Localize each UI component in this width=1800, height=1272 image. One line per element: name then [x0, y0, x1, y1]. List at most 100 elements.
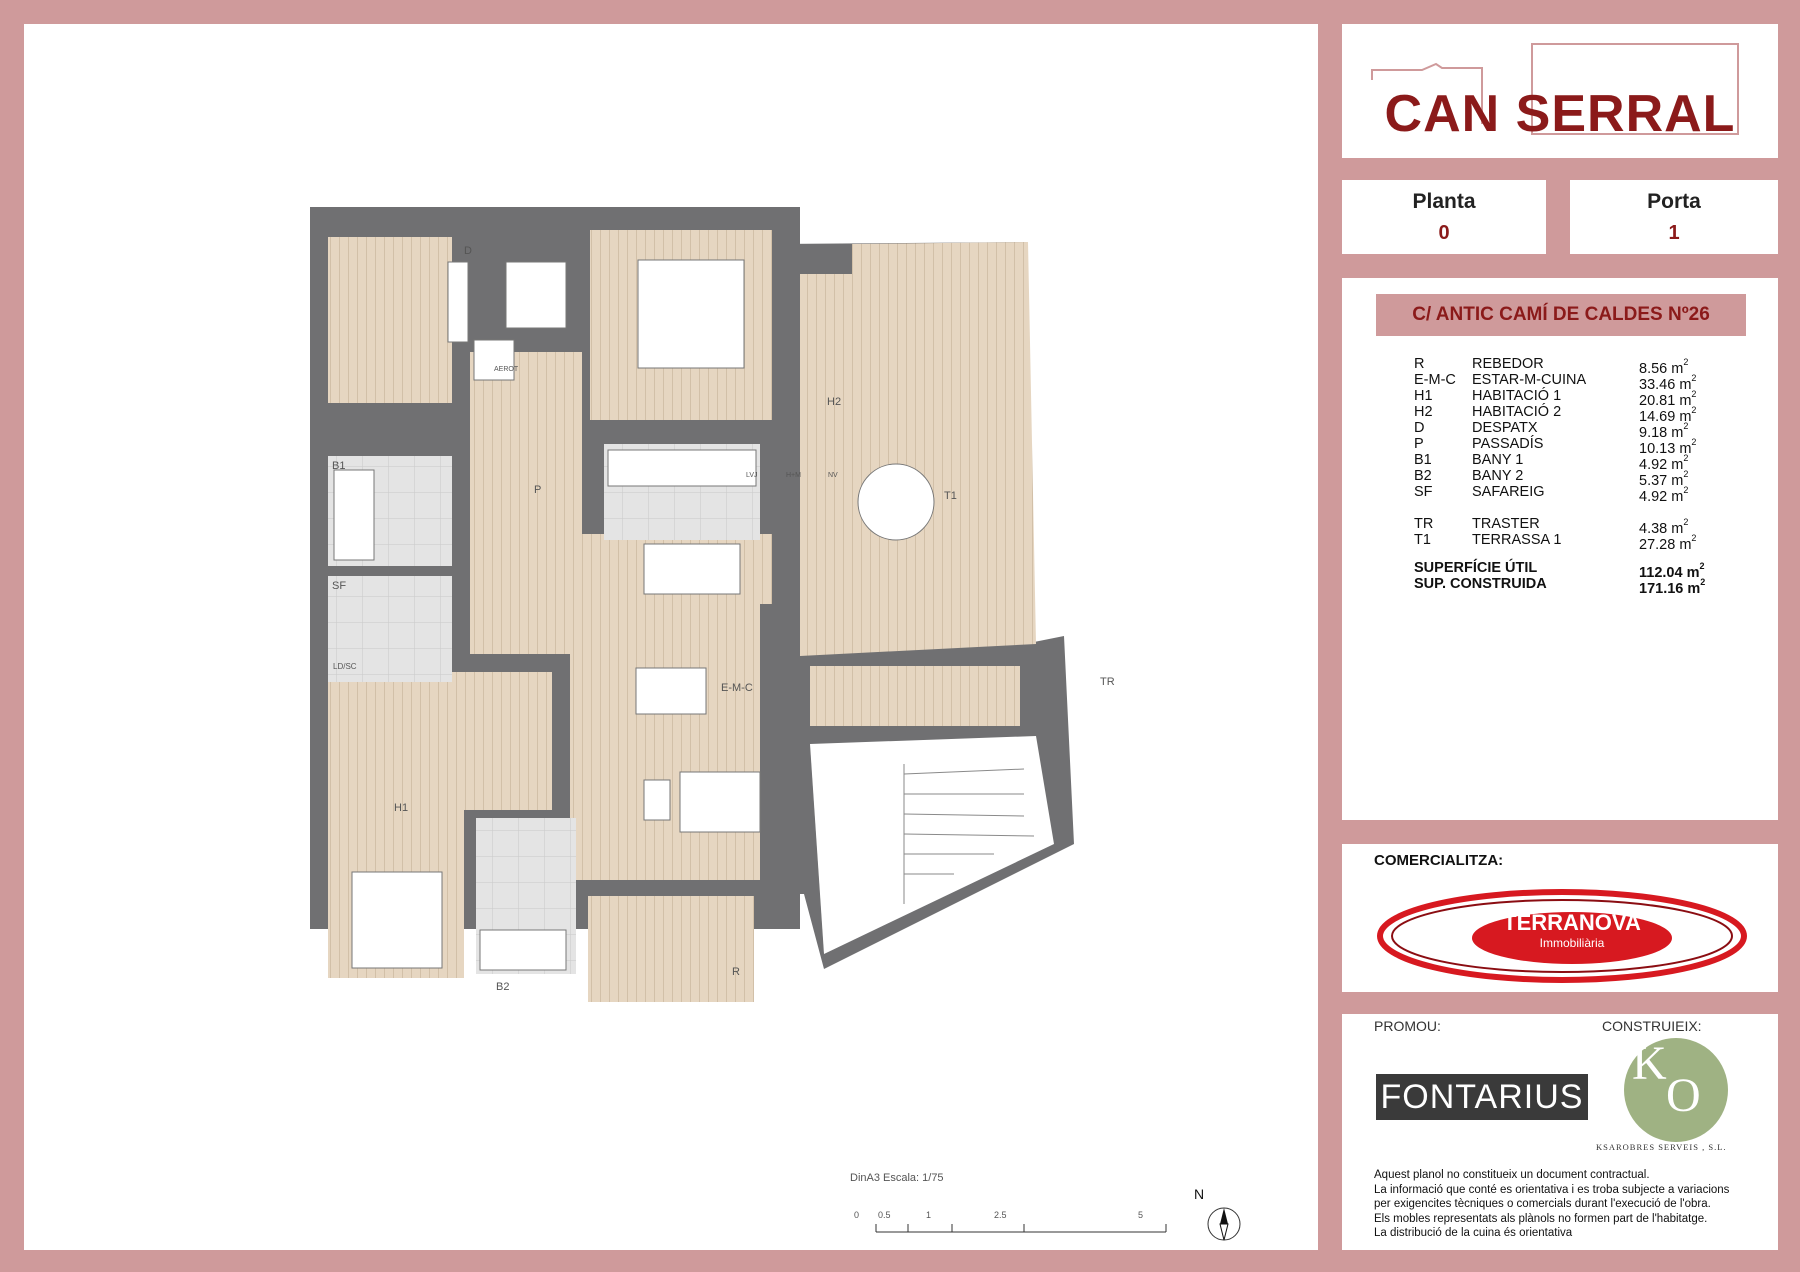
monogram-o: O: [1666, 1069, 1701, 1122]
room-P: [470, 352, 582, 654]
area-name: HABITACIÓ 1: [1472, 388, 1562, 404]
area-row: E-M-C ESTAR-M-CUINA 33.46 m2: [1414, 372, 1754, 393]
disclaimer-line: La distribució de la cuina és orientativ…: [1374, 1227, 1573, 1239]
floor-plan-drawing: [310, 207, 1241, 1241]
label-D: D: [464, 245, 472, 257]
room-SF: [328, 576, 452, 682]
area-name: BANY 2: [1472, 468, 1524, 484]
bed-H1: [351, 871, 443, 969]
north-arrow-icon: [1207, 1207, 1241, 1241]
shaft: [505, 261, 567, 329]
area-name: PASSADÍS: [1472, 436, 1544, 452]
area-value: 27.28 m: [1639, 536, 1692, 553]
floor-plan-panel: D H2 B1 P SF LD/SC T1 TR E-M-C H1 B2 R A…: [24, 24, 1318, 1250]
label-H1: H1: [394, 802, 409, 814]
area-value: 9.18 m: [1639, 424, 1684, 441]
area-value: 4.92 m: [1639, 488, 1684, 505]
area-name: HABITACIÓ 2: [1472, 404, 1562, 420]
promou-label: PROMOU:: [1374, 1018, 1441, 1034]
label-LVJ: LVJ: [746, 472, 758, 479]
commercial-label: COMERCIALITZA:: [1374, 852, 1504, 869]
area-code: H2: [1414, 404, 1433, 420]
ko-monogram-icon: [1624, 1038, 1728, 1142]
terrace-T1: [800, 242, 1036, 656]
porta-label: Porta: [1647, 190, 1701, 213]
area-name: BANY 1: [1472, 452, 1524, 468]
terranova-name: TERRANOVA: [1503, 910, 1641, 935]
bed-H2: [637, 259, 745, 369]
address-banner: C/ ANTIC CAMÍ DE CALDES Nº26: [1376, 294, 1746, 336]
stairs: [903, 764, 1035, 904]
armchair: [643, 779, 671, 821]
scale-tick-4: 5: [1138, 1210, 1144, 1220]
label-B1: B1: [332, 460, 346, 472]
construieix-label: CONSTRUIEIX:: [1602, 1018, 1702, 1034]
ksarobres-name: KSAROBRES SERVEIS , S.L.: [1596, 1142, 1727, 1152]
area-unit-sup: 2: [1691, 373, 1697, 383]
label-SF: SF: [332, 580, 347, 592]
planta-box: Planta 0: [1342, 180, 1546, 254]
area-unit-sup: 2: [1691, 389, 1697, 399]
terranova-logo-icon: [1377, 889, 1747, 983]
disclaimer-line: La informació que conté es orientativa i…: [1374, 1183, 1730, 1196]
label-H2: H2: [827, 396, 842, 408]
area-value: 5.37 m: [1639, 472, 1684, 489]
label-EMC: E-M-C: [721, 682, 753, 694]
porta-value: 1: [1668, 222, 1680, 244]
areas-box: C/ ANTIC CAMÍ DE CALDES Nº26 R REBEDOR 8…: [1342, 278, 1778, 820]
total-unit-sup: 2: [1699, 561, 1705, 571]
total-value: 171.16 m: [1639, 580, 1701, 597]
area-unit-sup: 2: [1683, 453, 1689, 463]
area-code: T1: [1414, 532, 1431, 548]
area-value: 10.13 m: [1639, 440, 1692, 457]
area-row: H2 HABITACIÓ 2 14.69 m2: [1414, 404, 1754, 425]
terrace-table: [857, 463, 935, 541]
area-unit-sup: 2: [1691, 437, 1697, 447]
monogram-k: K: [1632, 1037, 1667, 1090]
commercial-box: COMERCIALITZA: TERRANOVA Immobiliària: [1342, 844, 1778, 992]
terranova-subtitle: Immobiliària: [1539, 936, 1605, 950]
total-row: SUP. CONSTRUIDA 171.16 m2: [1414, 576, 1754, 597]
area-row: T1 TERRASSA 1 27.28 m2: [1414, 532, 1754, 553]
scale-tick-0: 0: [854, 1210, 860, 1220]
room-D: [328, 237, 452, 403]
area-code: SF: [1414, 484, 1433, 500]
total-row: SUPERFÍCIE ÚTIL 112.04 m2: [1414, 560, 1754, 581]
planta-value: 0: [1438, 222, 1450, 244]
scale-tick-1: 0.5: [878, 1210, 891, 1220]
room-H1-upper: [328, 672, 552, 810]
disclaimer-line: per exigencites tècniques o comercials d…: [1374, 1198, 1711, 1210]
area-row: R REBEDOR 8.56 m2: [1414, 356, 1754, 377]
label-LDSC: LD/SC: [333, 662, 357, 671]
total-label: SUP. CONSTRUIDA: [1414, 576, 1547, 592]
label-P: P: [534, 484, 542, 496]
area-value: 4.38 m: [1639, 520, 1684, 537]
planta-label: Planta: [1412, 190, 1476, 213]
fontarius-logo: FONTARIUS: [1376, 1074, 1588, 1120]
label-B2: B2: [496, 981, 510, 993]
area-name: TERRASSA 1: [1472, 532, 1562, 548]
dining-table: [635, 667, 707, 715]
total-label: SUPERFÍCIE ÚTIL: [1414, 560, 1538, 576]
aerot-box: [473, 339, 515, 381]
area-code: TR: [1414, 516, 1434, 532]
area-row: TR TRASTER 4.38 m2: [1414, 516, 1754, 537]
area-code: P: [1414, 436, 1424, 452]
area-unit-sup: 2: [1683, 421, 1689, 431]
desk-D: [447, 261, 469, 343]
area-code: H1: [1414, 388, 1433, 404]
disclaimer-line: Els mobles representats als plànols no f…: [1374, 1212, 1708, 1225]
sofa: [679, 771, 761, 833]
scale-tick-2: 1: [926, 1210, 932, 1220]
title-box: CAN SERRAL: [1342, 24, 1778, 158]
scale-tick-3: 2.5: [994, 1210, 1007, 1220]
room-R: [588, 896, 754, 1002]
area-code: E-M-C: [1414, 372, 1456, 388]
porta-box: Porta 1: [1570, 180, 1778, 254]
area-value: 4.92 m: [1639, 456, 1684, 473]
total-unit-sup: 2: [1700, 577, 1706, 587]
label-AEROT: AEROT: [494, 366, 519, 373]
north-label: N: [1194, 1186, 1205, 1202]
label-NV: NV: [828, 472, 838, 479]
label-TR: TR: [1100, 676, 1115, 688]
